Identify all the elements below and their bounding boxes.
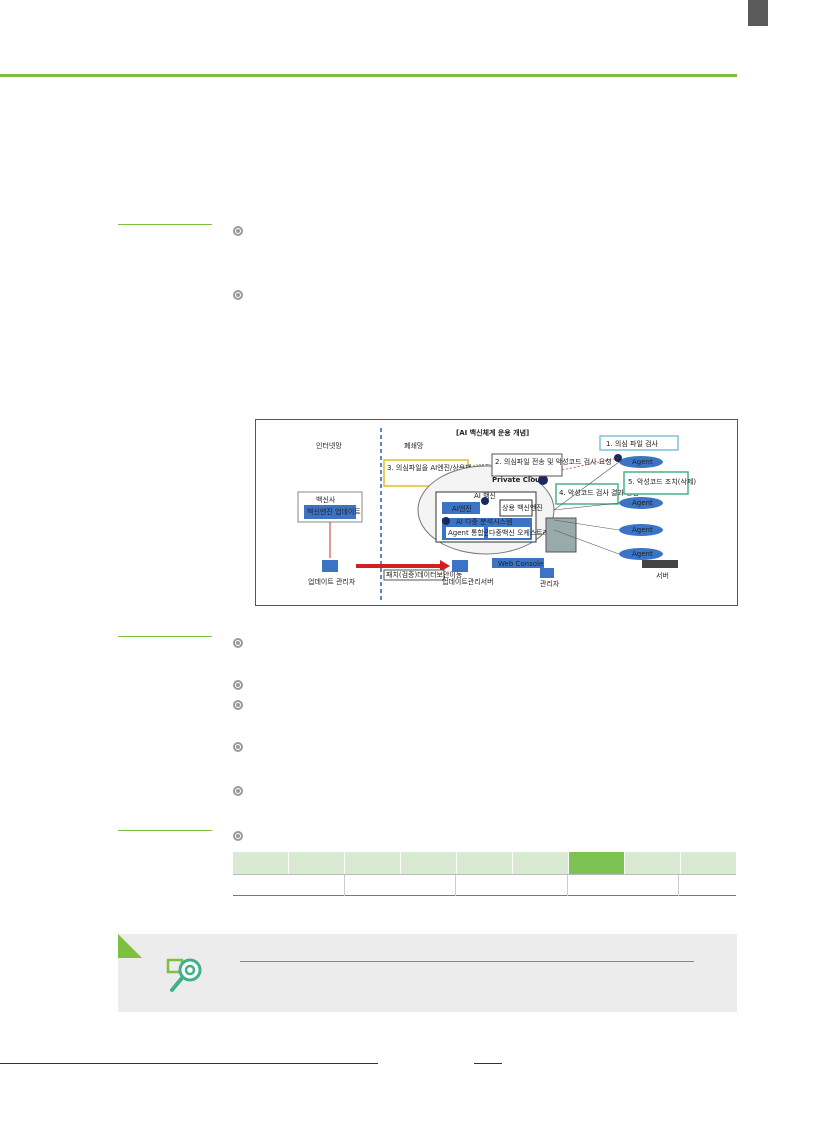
commercial-engine-box (499, 499, 533, 517)
step5-box (623, 471, 689, 495)
step4-marker (538, 475, 548, 485)
agent-label: Agent (632, 458, 653, 466)
agent-node (619, 497, 663, 509)
agent-mgmt-box (446, 527, 484, 538)
bullet-icon (233, 831, 243, 841)
agent-node (619, 548, 663, 560)
header-rule (0, 74, 737, 77)
patch-label-box (383, 569, 445, 581)
step2-box (491, 453, 563, 477)
step3-marker (442, 517, 450, 525)
schedule-table-header (233, 852, 736, 874)
step2-label: 2. 의심파일 전송 및 악성코드 검사 요청 (495, 457, 612, 466)
note-rule (240, 961, 694, 962)
step2-marker (481, 497, 489, 505)
ai-vaccine-concept-figure: [AI 백신체계 운용 개념] 인터넷망 폐쇄망 백신사 백신엔진 업데이트 업… (255, 419, 738, 606)
computer-icon (540, 568, 554, 578)
cloud-label: Private Cloud (492, 476, 545, 484)
agent-mgmt-label: Agent 통합관리 (448, 528, 497, 537)
connector-line (553, 519, 620, 531)
zone-internet-label: 인터넷망 (316, 441, 342, 450)
update-server-label: 업데이트관리서버 (442, 577, 494, 586)
step1-label: 1. 의심 파일 검사 (606, 439, 659, 448)
bullet-icon (233, 290, 243, 300)
admin-label: 관리자 (540, 579, 560, 588)
table-cell (456, 875, 569, 896)
step5-label: 5. 악성코드 조치(삭제) (628, 477, 696, 486)
transfer-arrowhead (440, 560, 450, 572)
step4-box (555, 483, 619, 505)
table-header-cell (345, 852, 401, 874)
note-box (118, 934, 737, 1012)
agent-label: Agent (632, 550, 653, 558)
server-label: 서버 (656, 571, 669, 580)
table-header-cell (513, 852, 569, 874)
computer-icon (452, 560, 468, 572)
table-cell (345, 875, 457, 896)
web-console-badge (492, 558, 544, 568)
magnifier-gear-icon (166, 956, 206, 998)
ai-engine-label: AI엔진 (452, 504, 472, 513)
patch-label: 패치(검증)데이터보안이동 (386, 570, 463, 579)
note-corner-accent (118, 934, 142, 958)
figure-title: [AI 백신체계 운용 개념] (456, 428, 529, 437)
bullet-icon (233, 700, 243, 710)
page-number-rule (474, 1063, 502, 1064)
bullet-icon (233, 786, 243, 796)
bullet-icon (233, 742, 243, 752)
server-rack-icon (545, 517, 577, 553)
table-header-cell (625, 852, 681, 874)
ai-vaccine-label: AI 백신 (474, 491, 496, 500)
ai-engine-badge (442, 502, 480, 514)
bullet-icon (233, 226, 243, 236)
table-cell (679, 875, 736, 896)
table-header-cell (289, 852, 345, 874)
agent-node (619, 456, 663, 468)
connector-line (553, 529, 620, 555)
multi-vaccine-label: 다중백신 오케스트레이터 (489, 528, 562, 537)
vendor-sub-label: 백신엔진 업데이트 (307, 507, 361, 516)
table-header-cell (401, 852, 457, 874)
agent-label: Agent (632, 526, 653, 534)
vendor-label: 백신사 (316, 495, 336, 504)
section-rule-3 (118, 830, 212, 831)
web-console-label: Web Console (498, 560, 543, 568)
connector-line (553, 502, 620, 511)
bullet-icon (233, 680, 243, 690)
footnote-rule (0, 1063, 378, 1064)
vendor-update-badge (304, 505, 356, 519)
concept-diagram: [AI 백신체계 운용 개념] 인터넷망 폐쇄망 백신사 백신엔진 업데이트 업… (297, 428, 696, 600)
bullet-icon (233, 638, 243, 648)
section-rule-2 (118, 636, 212, 637)
ai-system-label: AI 다중 분석시스템 (456, 517, 512, 526)
step4-label: 4. 악성코드 검사 결과 응답 (559, 488, 640, 497)
table-header-cell (681, 852, 736, 874)
section-rule-1 (118, 224, 212, 225)
table-cell (233, 875, 346, 896)
table-header-cell (233, 852, 289, 874)
commercial-engine-label: 상용 백신엔진 (502, 503, 543, 512)
table-header-cell (457, 852, 513, 874)
agent-node (619, 524, 663, 536)
step1-box (599, 435, 679, 451)
multi-vaccine-box (488, 527, 530, 538)
update-manager-label: 업데이트 관리자 (308, 577, 356, 586)
request-arrow (561, 457, 619, 471)
zone-closed-label: 폐쇄망 (404, 441, 424, 450)
agent-label: Agent (632, 499, 653, 507)
table-header-cell-highlight (569, 852, 625, 874)
computer-icon (322, 560, 338, 572)
table-cell (568, 875, 680, 896)
server-device-icon (642, 560, 678, 568)
page-corner-tab (748, 0, 768, 26)
schedule-table-row (233, 874, 736, 896)
connector-line (553, 461, 620, 511)
